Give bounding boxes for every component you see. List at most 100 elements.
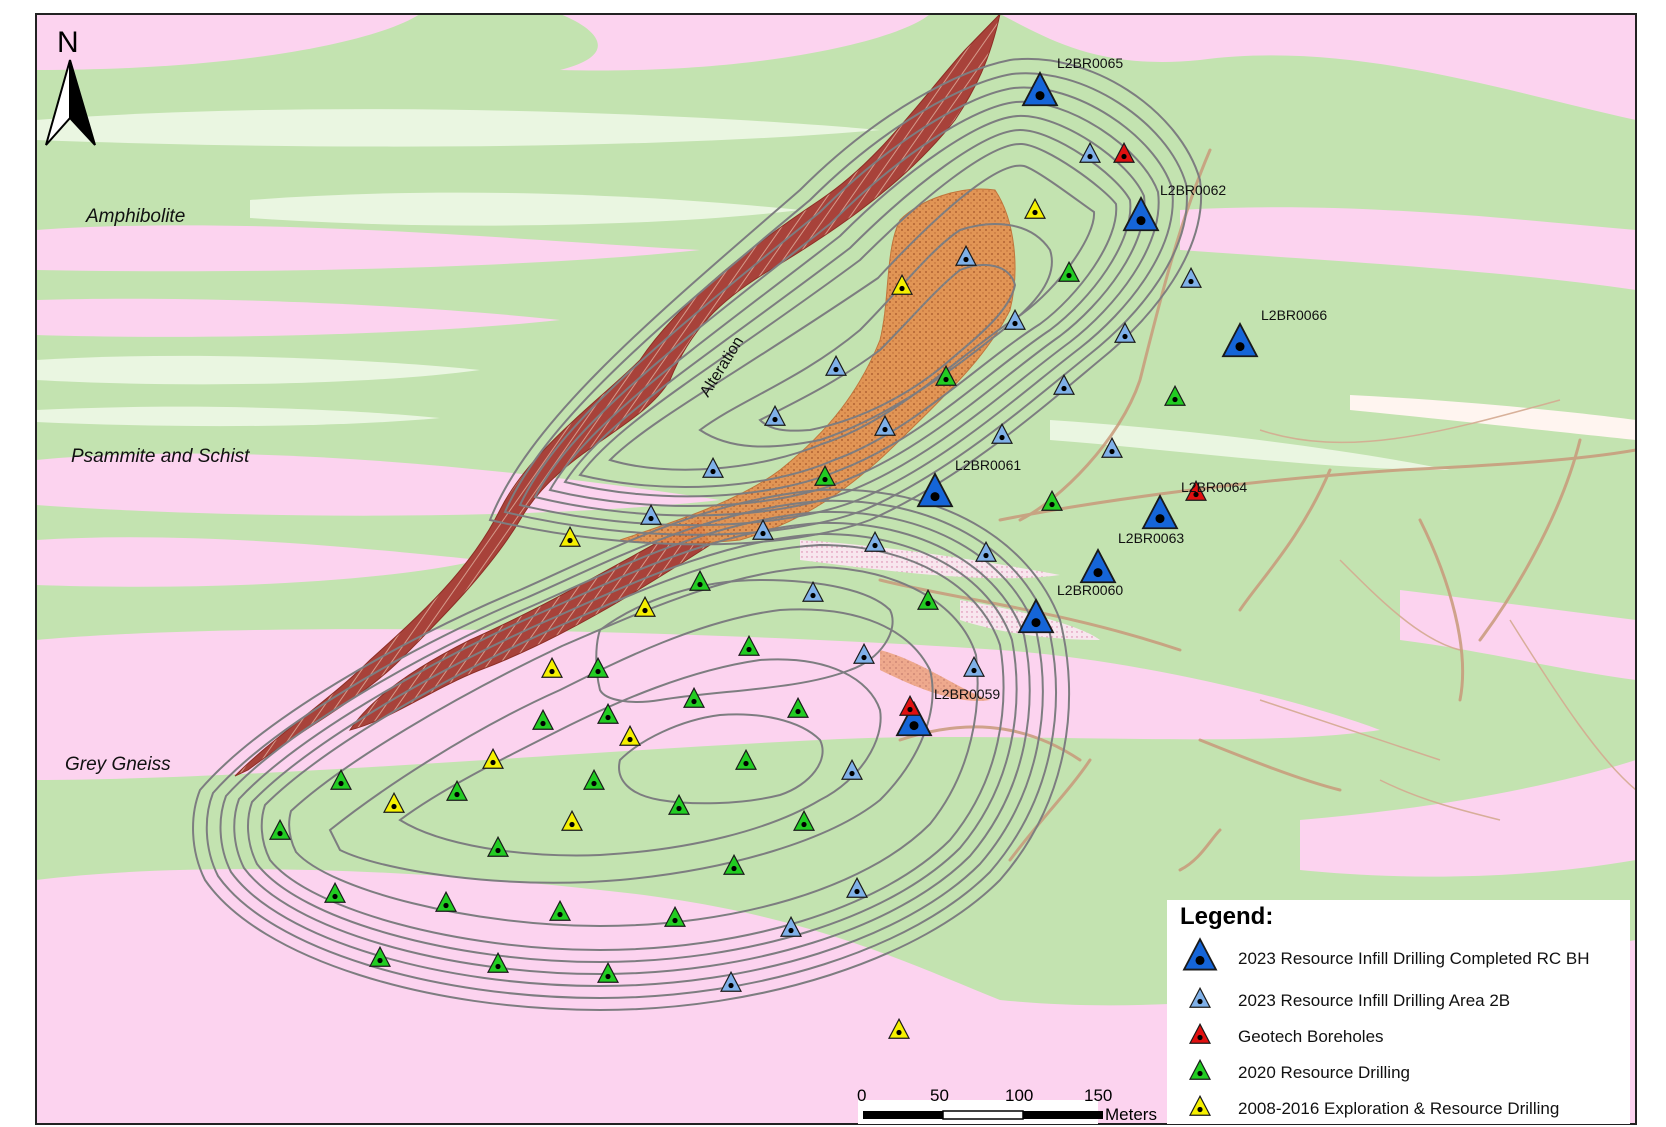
drillhole-2020-28: [597, 961, 619, 983]
borehole-label-L2BR0061: L2BR0061: [955, 457, 1021, 473]
drillhole-completed-rc-5: [1079, 548, 1117, 584]
drillhole-2020-18: [793, 809, 815, 831]
drillhole-area-2b-12: [640, 503, 662, 525]
legend-label-resource-2020: 2020 Resource Drilling: [1238, 1063, 1410, 1082]
rock-label-psammite: Psammite and Schist: [71, 446, 250, 467]
drillhole-2020-9: [683, 686, 705, 708]
drillhole-area-2b-22: [720, 970, 742, 992]
drillhole-2020-16: [446, 779, 468, 801]
legend-label-completed-rc: 2023 Resource Infill Drilling Completed …: [1238, 949, 1589, 968]
drillhole-2020-1: [935, 364, 957, 386]
drillhole-geotech-1: [1185, 479, 1207, 501]
legend-symbol-exploration: [1189, 1094, 1211, 1116]
drillhole-area-2b-10: [1101, 436, 1123, 458]
legend-label-area-2b: 2023 Resource Infill Drilling Area 2B: [1238, 991, 1510, 1010]
drillhole-2020-26: [369, 945, 391, 967]
rock-label-amphibolite: Amphibolite: [85, 206, 185, 227]
drillhole-completed-rc-0: [1021, 71, 1059, 107]
drillhole-area-2b-3: [1004, 308, 1026, 330]
drillhole-2020-7: [738, 634, 760, 656]
scale-tick-0: 0: [857, 1086, 866, 1105]
scale-segment-2: [942, 1110, 1024, 1120]
drillhole-2020-25: [664, 905, 686, 927]
pale-bands: [36, 109, 1636, 640]
drillhole-2020-0: [1058, 260, 1080, 282]
drillhole-area-2b-7: [764, 404, 786, 426]
map-frame: [35, 13, 1637, 1125]
drillhole-geotech-0: [1113, 141, 1135, 163]
drillhole-area-2b-17: [853, 642, 875, 664]
legend-label-geotech: Geotech Boreholes: [1238, 1027, 1384, 1046]
drillhole-exploration-6: [482, 747, 504, 769]
north-label: N: [57, 26, 79, 59]
drillhole-2020-22: [324, 881, 346, 903]
drillhole-area-2b-16: [802, 580, 824, 602]
drillhole-area-2b-2: [1180, 266, 1202, 288]
drillholes-completed-rc: [895, 71, 1259, 737]
scale-tick-100: 100: [1005, 1086, 1033, 1105]
drillhole-2020-15: [330, 768, 352, 790]
drillhole-completed-rc-7: [895, 701, 933, 737]
drillhole-area-2b-6: [1053, 373, 1075, 395]
borehole-label-L2BR0062: L2BR0062: [1160, 182, 1226, 198]
drillhole-geotech-2: [899, 694, 921, 716]
legend-symbol-area-2b: [1189, 986, 1211, 1008]
drillhole-2020-12: [532, 708, 554, 730]
drillhole-completed-rc-6: [1017, 598, 1055, 634]
north-arrow: N: [45, 26, 96, 146]
scale-tick-50: 50: [930, 1086, 949, 1105]
drillhole-area-2b-8: [874, 414, 896, 436]
borehole-label-L2BR0066: L2BR0066: [1261, 307, 1327, 323]
drillhole-completed-rc-3: [916, 472, 954, 508]
drillhole-2020-17: [668, 793, 690, 815]
drillhole-area-2b-4: [1114, 321, 1136, 343]
legend-symbol-completed-rc: [1182, 937, 1218, 971]
drillhole-area-2b-11: [702, 456, 724, 478]
orebody-south: [880, 650, 990, 701]
borehole-label-L2BR0063: L2BR0063: [1118, 530, 1184, 546]
drillhole-2020-5: [689, 569, 711, 591]
scale-unit: Meters: [1105, 1105, 1157, 1124]
legend-box: [1167, 900, 1630, 1124]
drillhole-2020-14: [583, 768, 605, 790]
fault-lines-thin: [1259, 399, 1636, 821]
drillhole-exploration-5: [619, 724, 641, 746]
drillhole-2020-19: [269, 818, 291, 840]
drillhole-completed-rc-1: [1122, 196, 1160, 232]
drillhole-2020-20: [487, 835, 509, 857]
drillhole-area-2b-5: [825, 354, 847, 376]
drillhole-exploration-7: [383, 791, 405, 813]
rock-label-grey-gneiss: Grey Gneiss: [65, 754, 171, 775]
drillhole-exploration-2: [559, 525, 581, 547]
drillhole-2020-8: [587, 656, 609, 678]
drillhole-exploration-0: [1024, 197, 1046, 219]
alteration-lower-limb: [348, 519, 711, 731]
drillhole-2020-2: [1164, 384, 1186, 406]
drillhole-2020-23: [435, 890, 457, 912]
drillhole-2020-6: [917, 588, 939, 610]
drillholes-geotech: [899, 141, 1207, 716]
drillhole-exploration-4: [541, 656, 563, 678]
drillholes-area-2b: [640, 141, 1202, 992]
drillhole-area-2b-20: [846, 876, 868, 898]
legend-symbol-resource-2020: [1189, 1058, 1211, 1080]
borehole-label-L2BR0060: L2BR0060: [1057, 582, 1123, 598]
scale-bar: 0 50 100 150 Meters: [857, 1086, 1157, 1124]
drillholes-2020: [269, 260, 1186, 983]
drillhole-exploration-1: [891, 273, 913, 295]
drillhole-area-2b-19: [841, 758, 863, 780]
drillhole-2020-21: [723, 853, 745, 875]
borehole-label-L2BR0065: L2BR0065: [1057, 55, 1123, 71]
drillhole-2020-3: [814, 464, 836, 486]
drillhole-2020-11: [787, 696, 809, 718]
legend-label-exploration: 2008-2016 Exploration & Resource Drillin…: [1238, 1099, 1559, 1118]
drillhole-area-2b-14: [864, 530, 886, 552]
borehole-label-L2BR0064: L2BR0064: [1181, 479, 1247, 495]
drillhole-area-2b-0: [1079, 141, 1101, 163]
drillhole-2020-4: [1041, 489, 1063, 511]
scale-segment-3: [1023, 1111, 1103, 1119]
drillhole-area-2b-1: [955, 244, 977, 266]
pit-contours-north: [488, 57, 1203, 546]
drillhole-2020-27: [487, 951, 509, 973]
